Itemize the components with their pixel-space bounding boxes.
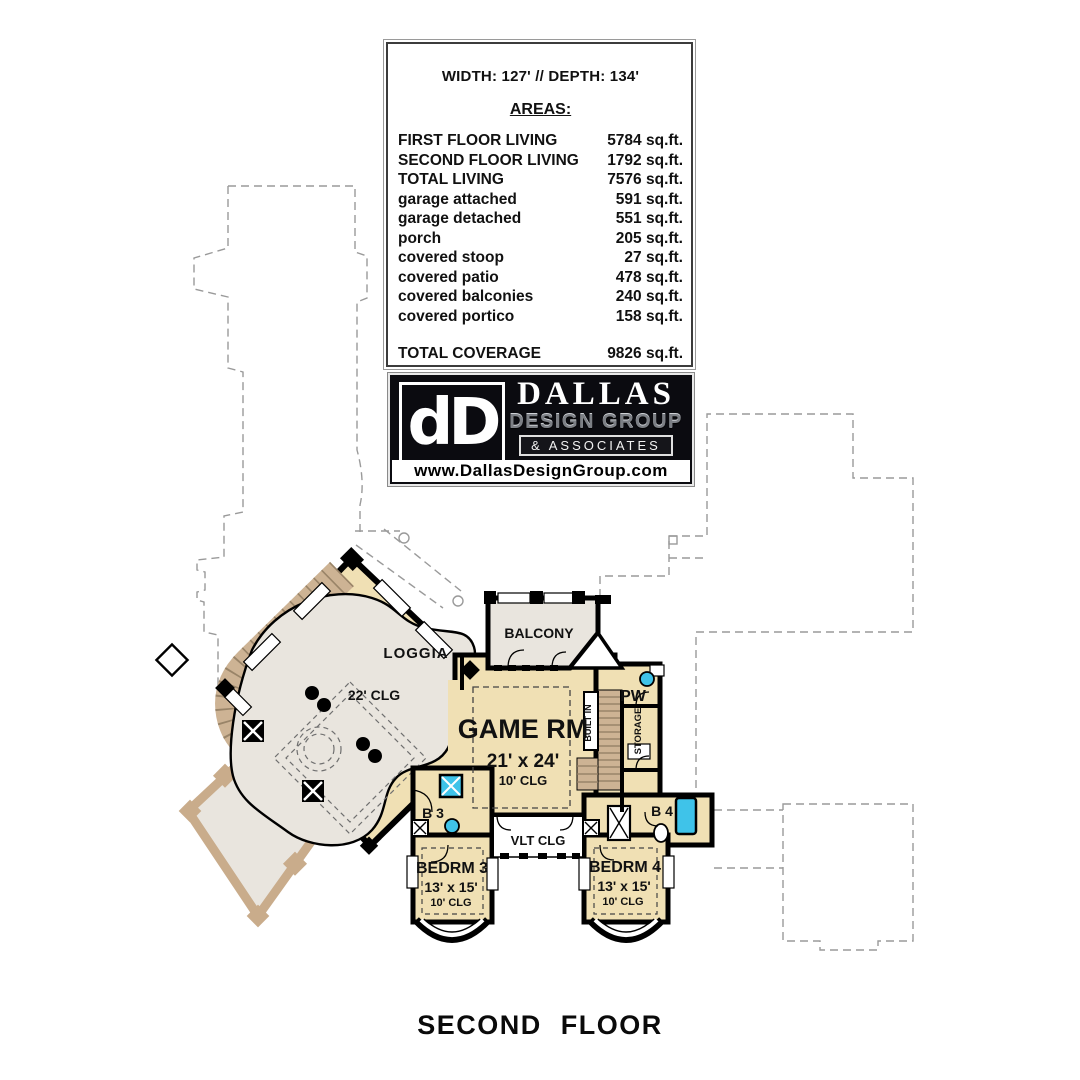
label-balcony: BALCONY [504,625,574,641]
logo-text-block: DALLAS DESIGN GROUP & ASSOCIATES [504,377,688,456]
label-built-in: BUILT IN [583,704,593,741]
area-label: covered patio [398,268,499,286]
total-coverage-row: TOTAL COVERAGE 9826 sq.ft. [398,344,683,364]
label-22-clg: 22' CLG [348,687,400,703]
area-label: covered balconies [398,288,534,305]
bath-fixtures [438,671,698,843]
bathtub-b4 [674,796,698,836]
area-value: 240 sq.ft. [615,288,683,305]
area-label: TOTAL LIVING [398,171,504,188]
area-row: covered portico 158 sq.ft. [398,307,683,327]
area-label: porch [398,229,442,247]
label-bedrm3-clg: 10' CLG [430,897,471,909]
logo-name: DALLAS [517,376,675,412]
area-value: 158 sq.ft. [615,307,683,325]
label-game-clg: 10' CLG [499,773,548,788]
label-vlt-clg: VLT CLG [511,833,566,848]
area-value: 7576 sq.ft. [607,171,683,188]
area-value: 5784 sq.ft. [607,132,683,149]
small-posts [411,819,600,837]
shower-b3 [438,773,464,799]
label-bedrm4-clg: 10' CLG [602,896,643,908]
column-posts [242,720,324,802]
label-bedrm4-dim: 13' x 15' [597,878,650,894]
total-value: 9826 sq.ft. [607,345,683,362]
railing [500,853,580,859]
area-value: 591 sq.ft. [615,190,683,208]
area-row: garage attached 591 sq.ft. [398,190,683,210]
area-label: garage detached [398,210,522,227]
interior-walls [413,655,660,812]
room-labels: LOGGIA 22' CLG BALCONY GAME RM 21' x 24'… [348,625,673,909]
area-label: SECOND FLOOR LIVING [398,151,579,169]
straight-staircase [576,689,623,791]
area-value: 27 sq.ft. [624,249,683,266]
game-room-ceiling-dashed [472,686,571,809]
diamond-windows [223,578,454,717]
total-label: TOTAL COVERAGE [398,345,541,362]
door-arcs [411,649,659,863]
logo-website-url: www.DallasDesignGroup.com [392,460,690,482]
label-b4: B 4 [651,803,673,819]
built-in-cabinet [583,691,599,751]
label-bedrm3: BEDRM 3 [416,860,488,877]
area-row: garage detached 551 sq.ft. [398,209,683,229]
label-game-room: GAME RM [458,714,589,744]
shower-b4 [606,804,632,842]
vlt-hall [492,813,584,859]
dd-monogram-icon: dD [399,382,505,464]
logo-subtitle: DESIGN GROUP [509,411,683,433]
balcony-rail-windows [494,665,558,671]
area-value: 1792 sq.ft. [607,151,683,169]
label-bedrm3-dim: 13' x 15' [424,879,477,895]
area-row: covered patio 478 sq.ft. [398,268,683,288]
area-row: covered balconies 240 sq.ft. [398,287,683,307]
label-game-dim: 21' x 24' [487,751,559,772]
bay-windows [413,917,665,943]
label-loggia: LOGGIA [383,645,448,662]
logo-associates: & ASSOCIATES [519,435,673,456]
bedroom-windows [406,855,675,891]
area-label: garage attached [398,190,517,208]
first-floor-footprint-outline [193,185,914,951]
open-to-below-area [229,592,477,847]
balcony-room [484,591,626,671]
toilet-pw [639,671,655,687]
pw-sink [649,664,665,677]
toilet-b3 [444,818,460,834]
area-label: FIRST FLOOR LIVING [398,132,558,149]
width-depth-line: WIDTH: 127' // DEPTH: 134' [441,68,640,85]
areas-title: AREAS: [509,101,572,118]
area-value: 205 sq.ft. [615,229,683,247]
dallas-design-group-logo: dD DALLAS DESIGN GROUP & ASSOCIATES www.… [388,373,694,486]
sheet-title: SECOND FLOOR [417,1010,663,1040]
area-value: 478 sq.ft. [615,268,683,286]
label-bedrm4: BEDRM 4 [589,859,661,876]
chimney [154,642,190,678]
bedroom-ceiling-dashed [421,847,658,915]
area-row: SECOND FLOOR LIVING 1792 sq.ft. [398,151,683,171]
ceiling-outline-dashed [273,681,427,835]
area-row: porch 205 sq.ft. [398,229,683,249]
area-label: covered portico [398,307,515,325]
label-pw: PW [620,688,647,705]
loggia-columns [305,686,382,763]
label-storage: STORAGE [633,708,644,755]
area-row: covered stoop 27 sq.ft. [398,248,683,268]
area-label: covered stoop [398,249,504,266]
areas-info-box: WIDTH: 127' // DEPTH: 134' AREAS: FIRST … [386,42,693,367]
label-b3: B 3 [422,805,444,821]
area-row: TOTAL LIVING 7576 sq.ft. [398,170,683,190]
area-row: FIRST FLOOR LIVING 5784 sq.ft. [398,131,683,151]
toilet-b4 [653,823,669,843]
area-value: 551 sq.ft. [615,210,683,227]
